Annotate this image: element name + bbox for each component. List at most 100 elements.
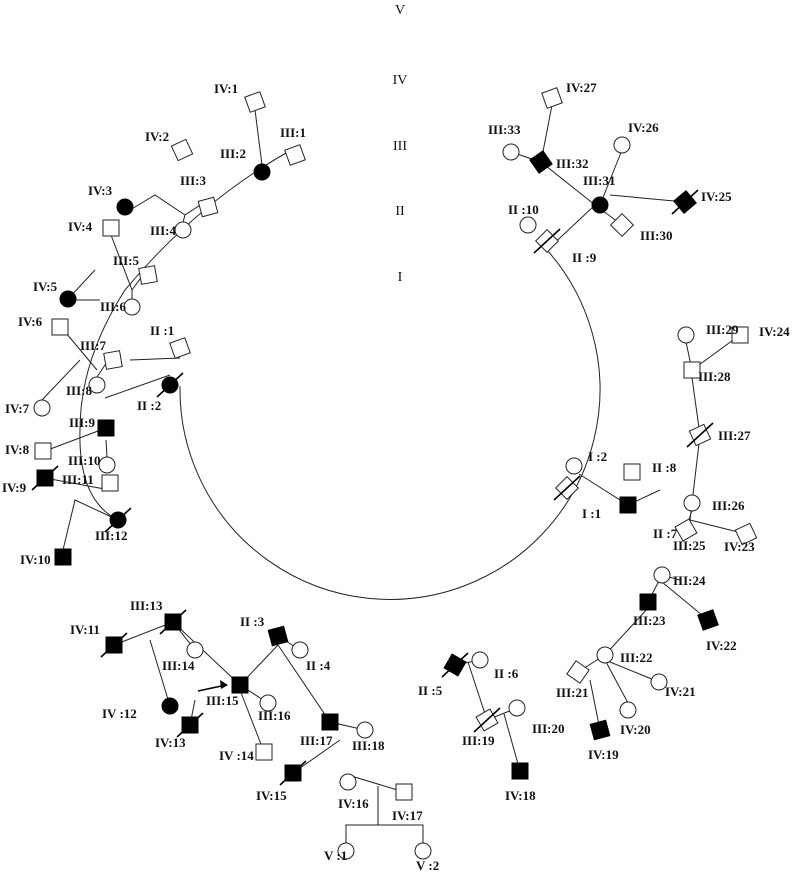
individual-i-2 xyxy=(565,457,583,475)
individual-iv-7 xyxy=(33,399,51,417)
male-symbol xyxy=(54,548,72,566)
pedigree-line xyxy=(599,149,623,206)
individual-label: IV:13 xyxy=(155,735,186,750)
individual-label: IV:1 xyxy=(214,81,238,96)
deceased-slash xyxy=(473,707,501,733)
male-symbol xyxy=(267,625,289,647)
pedigree-line xyxy=(129,357,181,361)
individual-label: II :4 xyxy=(306,658,331,673)
individual-iv-17 xyxy=(395,783,413,801)
pedigree-line xyxy=(179,249,601,600)
male-symbol xyxy=(231,676,249,694)
individual-label: III:21 xyxy=(556,685,589,700)
male-symbol xyxy=(34,442,52,460)
individual-iv-25 xyxy=(671,189,699,215)
individual-iii-3 xyxy=(197,196,219,218)
individual-ii-6 xyxy=(471,651,489,669)
individual-iii-29 xyxy=(677,326,695,344)
individual-iii-28 xyxy=(683,361,701,379)
individual-label: IV:24 xyxy=(759,324,790,339)
individual-label: II :10 xyxy=(508,202,539,217)
individual-label: IV:5 xyxy=(33,279,58,294)
deceased-slash xyxy=(156,372,184,398)
individual-ii-3 xyxy=(267,625,289,647)
male-symbol xyxy=(619,496,637,514)
individual-iii-25 xyxy=(674,518,698,542)
male-symbol xyxy=(623,463,641,481)
female-symbol xyxy=(59,290,77,308)
female-symbol xyxy=(337,842,355,860)
pedigree-line xyxy=(110,234,133,291)
female-symbol xyxy=(174,221,192,239)
female-symbol xyxy=(356,721,374,739)
individual-ii-10 xyxy=(519,216,537,234)
individual-iii-22 xyxy=(596,646,614,664)
individual-iv-22 xyxy=(697,609,719,631)
individual-label: II :5 xyxy=(418,683,443,698)
individual-label: IV:3 xyxy=(88,183,113,198)
individual-iii-15 xyxy=(197,676,249,694)
individual-label: IV:11 xyxy=(70,622,100,637)
pedigree-line xyxy=(239,689,265,753)
individual-label: III:18 xyxy=(352,738,385,753)
individual-label: IV:18 xyxy=(505,788,536,803)
individual-ii-1 xyxy=(169,337,191,359)
individual-label: III:12 xyxy=(95,528,128,543)
individual-iv-19 xyxy=(589,719,611,741)
individual-iv-10 xyxy=(54,548,72,566)
pedigree-line xyxy=(347,774,405,793)
individual-ii-4 xyxy=(291,641,309,659)
individual-label: III:3 xyxy=(180,173,207,188)
individual-iv-9 xyxy=(31,465,59,491)
individual-label: III:33 xyxy=(488,122,521,137)
individual-iv-1 xyxy=(244,91,266,113)
pedigree-line xyxy=(172,621,241,686)
individual-ii-2 xyxy=(156,372,184,398)
individual-label: IV:2 xyxy=(145,129,169,144)
pedigree-line xyxy=(113,621,174,646)
male-symbol xyxy=(609,212,635,238)
individual-iii-2 xyxy=(253,163,271,181)
individual-iii-10 xyxy=(98,456,116,474)
female-symbol xyxy=(253,163,271,181)
individual-iii-32 xyxy=(529,150,553,174)
male-symbol xyxy=(674,518,698,542)
individual-label: III:24 xyxy=(673,573,706,588)
individual-label: III:19 xyxy=(462,733,495,748)
male-symbol xyxy=(731,326,749,344)
individual-label: III:22 xyxy=(620,650,653,665)
pedigree-line xyxy=(503,713,521,772)
individual-label: IV:25 xyxy=(701,189,732,204)
pedigree-line xyxy=(546,204,623,251)
individual-v-1 xyxy=(337,842,355,860)
female-symbol xyxy=(653,566,671,584)
female-symbol xyxy=(471,651,489,669)
individual-label: IV:16 xyxy=(338,796,369,811)
individual-label: III:17 xyxy=(300,733,333,748)
individual-iii-18 xyxy=(356,721,374,739)
individual-label: IV :14 xyxy=(219,748,254,763)
individual-ii-8 xyxy=(623,463,641,481)
individual-label: IV:21 xyxy=(665,684,696,699)
male-symbol xyxy=(170,138,194,162)
individual-label: III:15 xyxy=(206,693,239,708)
individual-label: III:8 xyxy=(66,383,93,398)
individual-label: II :1 xyxy=(150,323,174,338)
individual-iv-2 xyxy=(170,138,194,162)
individual-label: IV:9 xyxy=(2,480,27,495)
individual-label: III:16 xyxy=(258,708,291,723)
deceased-slash xyxy=(104,507,132,533)
individual-iii-26 xyxy=(683,494,701,512)
male-symbol xyxy=(255,743,273,761)
individual-label: IV:22 xyxy=(706,638,737,653)
female-symbol xyxy=(116,198,134,216)
individual-label: II :8 xyxy=(652,460,677,475)
individual-iv-4 xyxy=(102,219,120,237)
individual-label: III:32 xyxy=(556,156,589,171)
individual-label: III:11 xyxy=(62,472,94,487)
individual-iii-5 xyxy=(138,265,158,285)
female-symbol xyxy=(619,701,637,719)
female-symbol xyxy=(186,641,204,659)
individual-v-2 xyxy=(414,842,432,860)
individual-iii-13 xyxy=(159,609,187,635)
